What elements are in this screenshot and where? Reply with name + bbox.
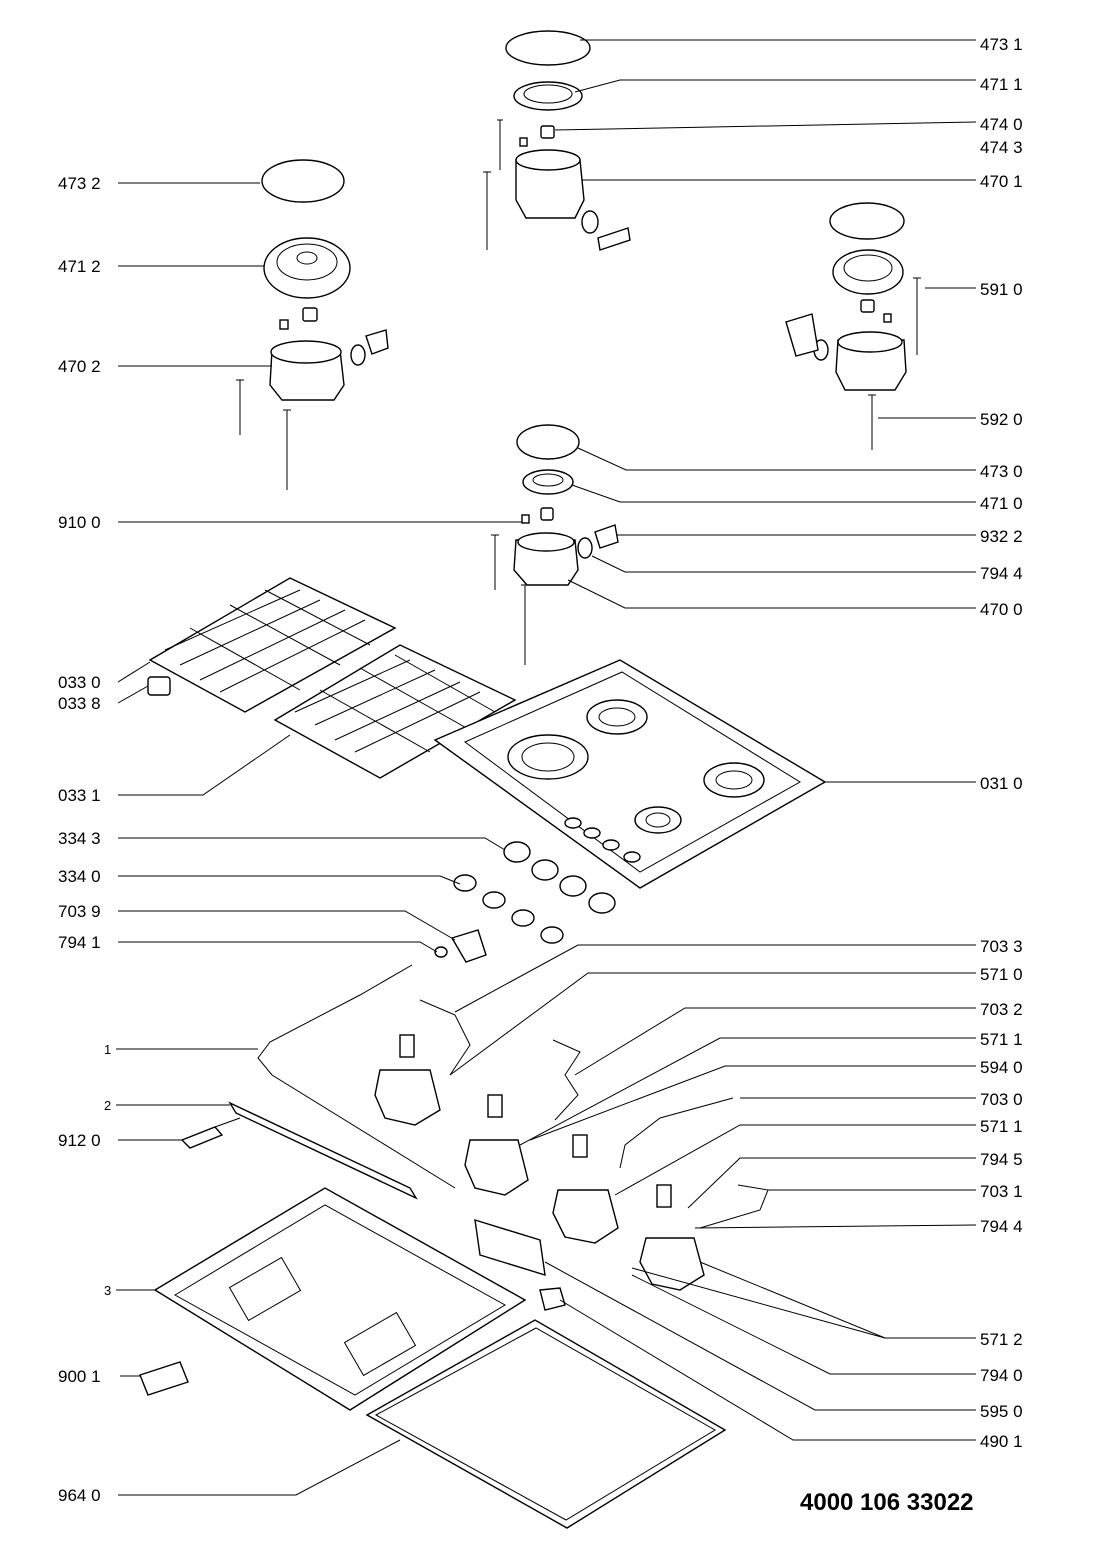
leader-line — [118, 734, 291, 796]
callout-label: 490 1 — [980, 1432, 1023, 1451]
hob-top-plate — [433, 659, 827, 889]
callout-label: 473 0 — [980, 462, 1023, 481]
leader-line — [117, 661, 151, 683]
leader-line — [118, 941, 438, 953]
rail-bracket — [180, 1101, 418, 1200]
callout-label: 571 0 — [980, 965, 1023, 984]
callout-label: 591 0 — [980, 280, 1023, 299]
burner-assembly-top — [483, 30, 631, 251]
callout-label: 594 0 — [980, 1058, 1023, 1077]
burner-assembly-right — [785, 202, 921, 450]
leader-line — [567, 579, 976, 609]
callout-label: 571 1 — [980, 1117, 1023, 1136]
callout-label: 794 4 — [980, 1217, 1023, 1236]
callout-label: 471 2 — [58, 257, 101, 276]
callout-label: 703 3 — [980, 937, 1023, 956]
base-tray — [153, 1187, 527, 1411]
callout-label: 470 0 — [980, 600, 1023, 619]
gas-pipes — [257, 964, 769, 1229]
leader-line — [571, 484, 976, 503]
leader-line — [117, 685, 149, 704]
leader-line — [559, 1299, 976, 1441]
leader-line — [687, 1157, 976, 1209]
leader-line — [694, 1224, 977, 1229]
callout-label: 794 4 — [980, 564, 1023, 583]
callout-label: 1 — [104, 1042, 111, 1057]
callout-label: 703 1 — [980, 1182, 1023, 1201]
callout-label: 794 0 — [980, 1366, 1023, 1385]
left-callouts: 473 2 471 2 470 2 910 0 033 0 033 8 033 … — [58, 174, 522, 1505]
callout-label: 910 0 — [58, 513, 101, 532]
right-callouts: 473 1 471 1 474 0 474 3 470 1 591 0 592 … — [449, 35, 1023, 1451]
pan-support-left — [147, 577, 397, 713]
callout-label: 964 0 — [58, 1486, 101, 1505]
fixing-clip — [139, 1361, 189, 1396]
callout-label: 592 0 — [980, 410, 1023, 429]
leader-line — [591, 555, 976, 573]
callout-label: 033 0 — [58, 673, 101, 692]
leader-line — [574, 1007, 976, 1076]
burner-assembly-center — [491, 424, 619, 665]
callout-label: 473 2 — [58, 174, 101, 193]
callout-label: 471 1 — [980, 75, 1023, 94]
callout-label: 912 0 — [58, 1131, 101, 1150]
leader-line — [544, 1261, 976, 1411]
leader-line — [699, 1261, 976, 1339]
pan-support-right — [273, 644, 517, 779]
callout-label: 470 2 — [58, 357, 101, 376]
leader-line — [118, 837, 506, 851]
callout-label: 334 0 — [58, 867, 101, 886]
callout-label: 900 1 — [58, 1367, 101, 1386]
callout-label: 595 0 — [980, 1402, 1023, 1421]
callout-label: 031 0 — [980, 774, 1023, 793]
callout-label: 473 1 — [980, 35, 1023, 54]
callout-label: 571 2 — [980, 1330, 1023, 1349]
control-knobs — [453, 841, 616, 944]
callout-label: 794 1 — [58, 933, 101, 952]
leader-line — [118, 1439, 401, 1496]
parts-drawing — [139, 30, 921, 1529]
leader-line — [454, 944, 976, 1013]
callout-label: 033 1 — [58, 786, 101, 805]
callout-label: 2 — [104, 1098, 111, 1113]
leader-line — [554, 121, 977, 131]
callout-label: 474 0 — [980, 115, 1023, 134]
leader-line — [614, 1124, 976, 1196]
leader-line — [118, 875, 461, 885]
leader-line — [574, 79, 976, 93]
gas-inlet-elbow — [434, 929, 487, 963]
leader-line — [631, 1267, 886, 1339]
leader-line — [631, 1274, 976, 1375]
callout-label: 334 3 — [58, 829, 101, 848]
callout-label: 3 — [104, 1283, 111, 1298]
leader-line — [577, 447, 976, 471]
seal-sheet — [365, 1319, 727, 1529]
leader-line — [529, 1065, 976, 1141]
callout-label: 471 0 — [980, 494, 1023, 513]
burner-assembly-left — [236, 159, 389, 490]
callout-label: 932 2 — [980, 527, 1023, 546]
leader-line — [449, 972, 976, 1076]
callout-label: 703 9 — [58, 902, 101, 921]
leader-line — [519, 1037, 976, 1146]
callout-label: 703 0 — [980, 1090, 1023, 1109]
ignition-unit — [474, 1219, 566, 1311]
callout-label: 474 3 — [980, 138, 1023, 157]
callout-label: 794 5 — [980, 1150, 1023, 1169]
callout-label: 703 2 — [980, 1000, 1023, 1019]
document-number: 4000 106 33022 — [800, 1489, 974, 1516]
leader-line — [118, 910, 456, 941]
callout-label: 033 8 — [58, 694, 101, 713]
gas-taps — [374, 1034, 705, 1291]
callout-label: 571 1 — [980, 1030, 1023, 1049]
callout-label: 470 1 — [980, 172, 1023, 191]
